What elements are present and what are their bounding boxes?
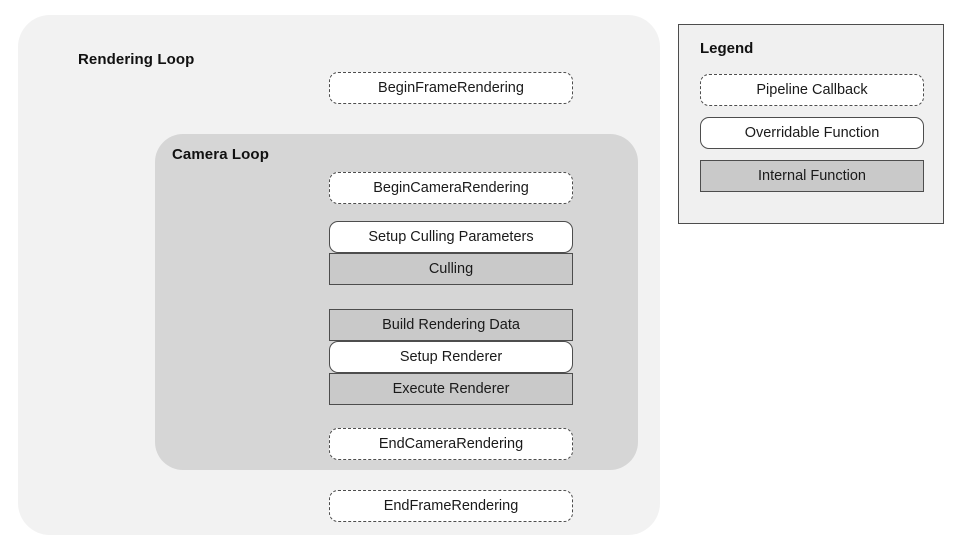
node-setup-culling-parameters[interactable]: Setup Culling Parameters xyxy=(329,221,573,253)
rendering-loop-title: Rendering Loop xyxy=(78,51,195,68)
legend-internal-function: Internal Function xyxy=(700,160,924,192)
node-build-rendering-data[interactable]: Build Rendering Data xyxy=(329,309,573,341)
node-end-camera-rendering[interactable]: EndCameraRendering xyxy=(329,428,573,460)
node-begin-camera-rendering[interactable]: BeginCameraRendering xyxy=(329,172,573,204)
node-culling[interactable]: Culling xyxy=(329,253,573,285)
camera-loop-title: Camera Loop xyxy=(172,146,269,163)
node-execute-renderer[interactable]: Execute Renderer xyxy=(329,373,573,405)
node-begin-frame-rendering[interactable]: BeginFrameRendering xyxy=(329,72,573,104)
node-end-frame-rendering[interactable]: EndFrameRendering xyxy=(329,490,573,522)
legend-overridable-function: Overridable Function xyxy=(700,117,924,149)
legend-pipeline-callback: Pipeline Callback xyxy=(700,74,924,106)
legend-title: Legend xyxy=(700,40,754,57)
node-setup-renderer[interactable]: Setup Renderer xyxy=(329,341,573,373)
